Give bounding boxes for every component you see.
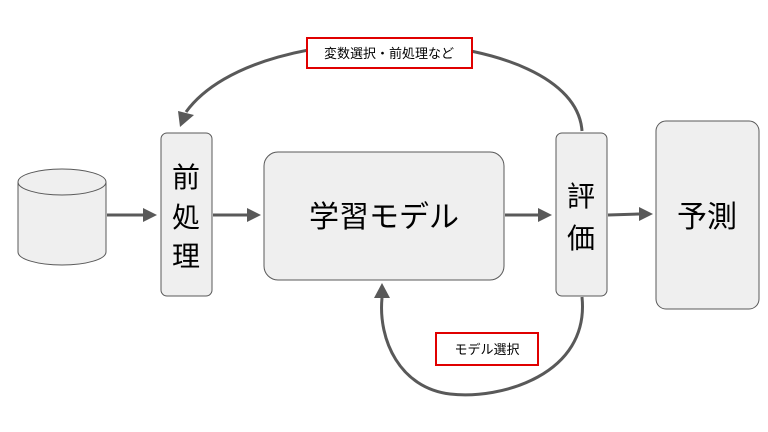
- arrow-preprocess-to-model: [213, 208, 261, 222]
- evaluate-char-1: 評: [567, 180, 595, 213]
- database-icon: [17, 168, 107, 266]
- preprocess-node: 前 処 理: [160, 132, 213, 297]
- preprocess-char-1: 前: [172, 161, 200, 194]
- arrow-model-to-evaluate: [505, 208, 552, 222]
- preprocess-char-3: 理: [172, 240, 200, 273]
- loop-top-label-text: 変数選択・前処理など: [324, 46, 454, 62]
- arrow-loop-bottom: [374, 283, 584, 397]
- evaluate-char-2: 価: [567, 222, 595, 255]
- loop-bottom-label-text: モデル選択: [454, 342, 519, 358]
- model-node: 学習モデル: [263, 151, 505, 281]
- preprocess-char-2: 処: [172, 201, 200, 234]
- predict-node: 予測: [655, 120, 760, 310]
- predict-label: 予測: [677, 200, 737, 235]
- loop-bottom-label: モデル選択: [435, 332, 539, 366]
- model-label: 学習モデル: [309, 200, 459, 235]
- arrow-evaluate-to-predict: [607, 207, 653, 221]
- arrow-db-to-preprocess: [107, 208, 157, 222]
- loop-top-label: 変数選択・前処理など: [306, 37, 473, 69]
- evaluate-node: 評 価: [555, 132, 608, 297]
